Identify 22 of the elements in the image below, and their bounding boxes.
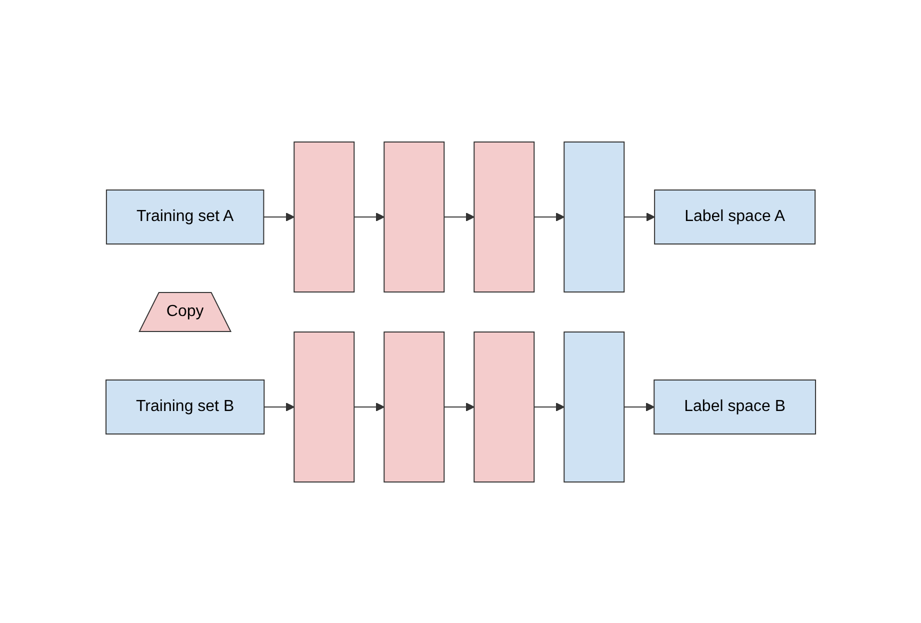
node-box: [293, 331, 354, 482]
node-box: Label space A: [654, 189, 816, 244]
node-box: [563, 331, 624, 482]
node-box: Training set B: [105, 379, 264, 434]
node-box: [563, 141, 624, 292]
arrow: [353, 212, 384, 221]
arrow: [263, 402, 294, 411]
arrow: [443, 212, 474, 221]
node-box: [383, 331, 444, 482]
node-box: [293, 141, 354, 292]
arrow: [623, 212, 655, 221]
arrow: [262, 212, 294, 221]
node-box: Training set A: [106, 189, 264, 244]
arrow: [623, 402, 654, 411]
arrow: [533, 402, 564, 411]
arrow: [353, 402, 384, 411]
node-box: [473, 141, 534, 292]
arrow: [443, 402, 474, 411]
arrow: [533, 212, 564, 221]
node-box: [473, 331, 534, 482]
node-box: [383, 141, 444, 292]
node-box: Label space B: [653, 379, 816, 434]
